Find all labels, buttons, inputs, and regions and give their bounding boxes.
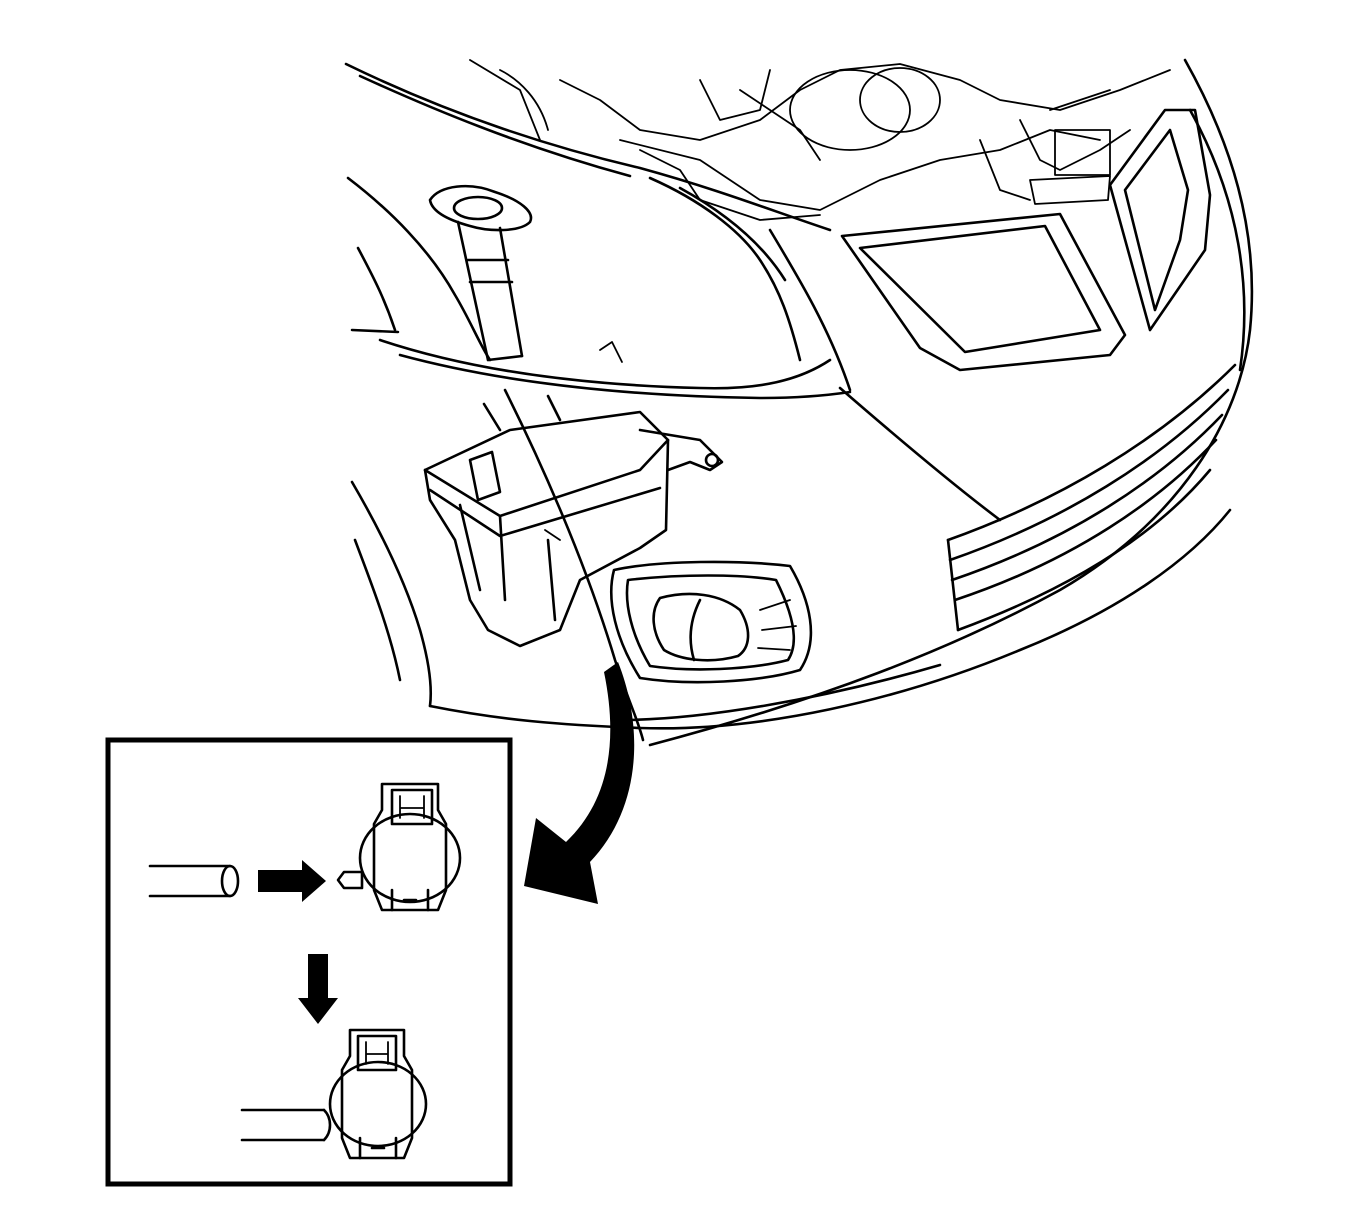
hood-edge	[344, 62, 832, 232]
lower-grille	[946, 363, 1237, 542]
installed-hose	[240, 1108, 326, 1142]
right-arrow-icon	[258, 860, 326, 902]
upper-grille	[840, 212, 1127, 372]
front-fascia	[648, 58, 1254, 747]
washer-hose	[148, 864, 232, 898]
step-installed-hose	[240, 1028, 428, 1160]
pump-connector-bottom	[328, 1028, 428, 1160]
detail-inset	[105, 737, 513, 1187]
fender-line	[346, 176, 492, 362]
down-arrow-icon	[298, 954, 338, 1024]
engine-compartment	[469, 59, 1171, 141]
vehicle-front-end	[344, 58, 1254, 747]
washer-fluid-reservoir	[423, 394, 724, 648]
bumper-lower-edge	[428, 508, 1232, 730]
headlamp-lower-edge	[378, 338, 832, 390]
callout-arrow	[524, 662, 635, 904]
headlamp	[648, 176, 802, 362]
pump-connector-top	[336, 782, 462, 912]
step-connect-hose-to-pump	[148, 782, 462, 1024]
pump-wiring	[503, 388, 645, 742]
fog-lamp	[610, 560, 813, 684]
reservoir-filler-neck	[428, 184, 623, 363]
